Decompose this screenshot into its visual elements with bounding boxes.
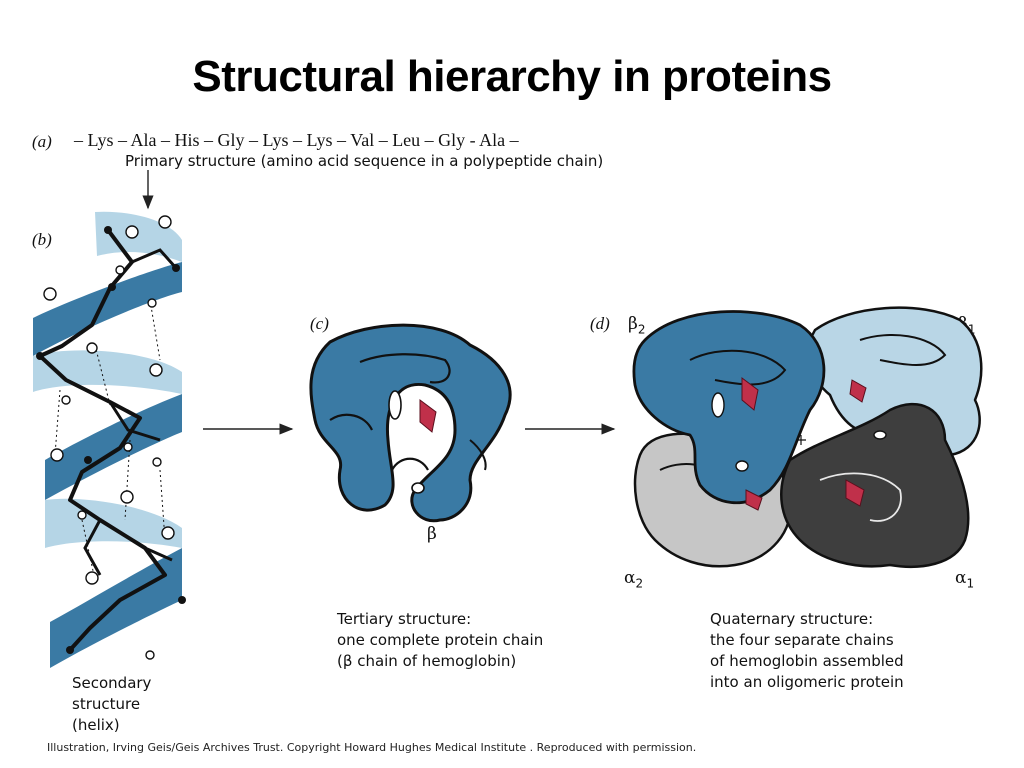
quaternary-structure-caption: Quaternary structure: the four separate … xyxy=(710,609,904,693)
chain-beta2 xyxy=(632,310,826,505)
panel-d-tag: (d) xyxy=(590,314,610,333)
panel-c-tag: (c) xyxy=(310,314,329,333)
panel-b-tag: (b) xyxy=(32,230,52,249)
alpha-helix-ribbon xyxy=(33,211,186,668)
heme-beta2 xyxy=(741,377,759,411)
secondary-structure-caption: Secondary structure (helix) xyxy=(72,673,151,736)
tertiary-caption-line: Tertiary structure: xyxy=(337,610,472,628)
tertiary-beta-chain xyxy=(309,323,512,523)
quaternary-caption-line: the four separate chains xyxy=(710,631,894,649)
secondary-caption-line: Secondary xyxy=(72,674,152,692)
image-credit: Illustration, Irving Geis/Geis Archives … xyxy=(47,741,697,754)
panel-a-tag: (a) xyxy=(32,132,52,151)
quaternary-caption-line: into an oligomeric protein xyxy=(710,673,904,691)
heme-alpha2 xyxy=(745,489,763,511)
heme-alpha1 xyxy=(845,479,865,507)
alpha2-label: α2 xyxy=(624,568,644,591)
alpha1-label: α1 xyxy=(955,568,975,591)
amino-acid-sequence: – Lys – Ala – His – Gly – Lys – Lys – Va… xyxy=(74,130,519,150)
heme-beta1 xyxy=(849,379,867,403)
quaternary-hemoglobin xyxy=(632,306,983,568)
secondary-caption-line: structure xyxy=(72,695,141,713)
quaternary-caption-line: Quaternary structure: xyxy=(710,610,874,628)
tertiary-caption-line: one complete protein chain xyxy=(337,631,544,649)
primary-structure-caption: Primary structure (amino acid sequence i… xyxy=(125,152,604,170)
chain-alpha1 xyxy=(780,402,970,568)
page-title: Structural hierarchy in proteins xyxy=(192,52,832,101)
secondary-caption-line: (helix) xyxy=(72,716,120,734)
tertiary-caption-line: (β chain of hemoglobin) xyxy=(337,652,517,670)
beta2-label: β2 xyxy=(628,314,646,337)
beta-chain-label: β xyxy=(427,524,437,544)
tertiary-structure-caption: Tertiary structure: one complete protein… xyxy=(337,609,543,672)
quaternary-caption-line: of hemoglobin assembled xyxy=(710,652,904,670)
